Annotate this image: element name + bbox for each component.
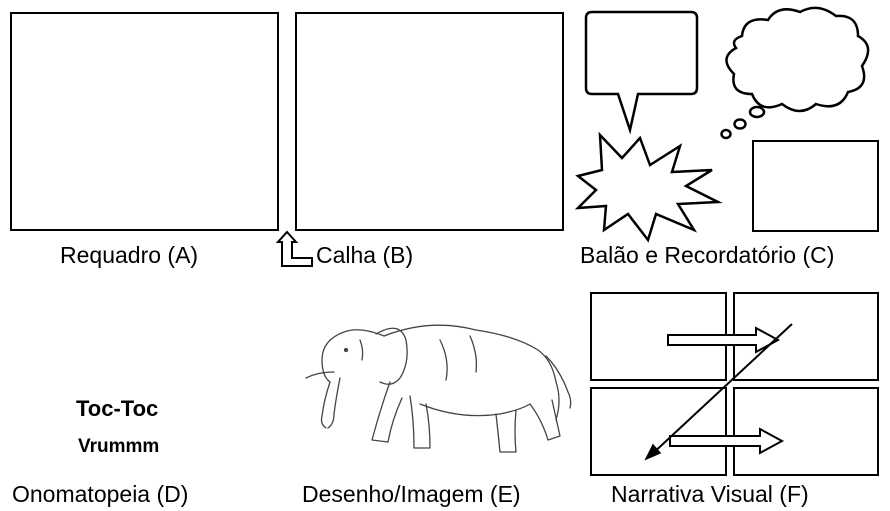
reading-arrow-diagonal xyxy=(649,323,793,457)
requadro-panel xyxy=(10,12,279,231)
burst-balloon xyxy=(574,131,723,243)
calha-label: Calha (B) xyxy=(316,242,414,268)
narrative-panel-3 xyxy=(590,387,727,476)
speech-balloon xyxy=(584,10,699,135)
onomatopeia-label: Onomatopeia (D) xyxy=(12,481,189,507)
onomatopoeia-word-1: Toc-Toc xyxy=(76,396,159,421)
reading-arrow-top-icon xyxy=(667,326,781,354)
thought-balloon xyxy=(725,6,870,113)
requadro-label: Requadro (A) xyxy=(60,242,199,268)
narrative-panel-4 xyxy=(733,387,879,476)
narrativa-label: Narrativa Visual (F) xyxy=(611,481,809,507)
reading-arrow-bottom-icon xyxy=(669,427,785,455)
desenho-label: Desenho/Imagem (E) xyxy=(302,481,521,507)
calha-panel xyxy=(295,12,564,231)
balao-label: Balão e Recordatório (C) xyxy=(580,242,835,268)
recordatorio-box xyxy=(752,140,879,232)
onomatopoeia-word-2: Vrummm xyxy=(78,436,160,457)
